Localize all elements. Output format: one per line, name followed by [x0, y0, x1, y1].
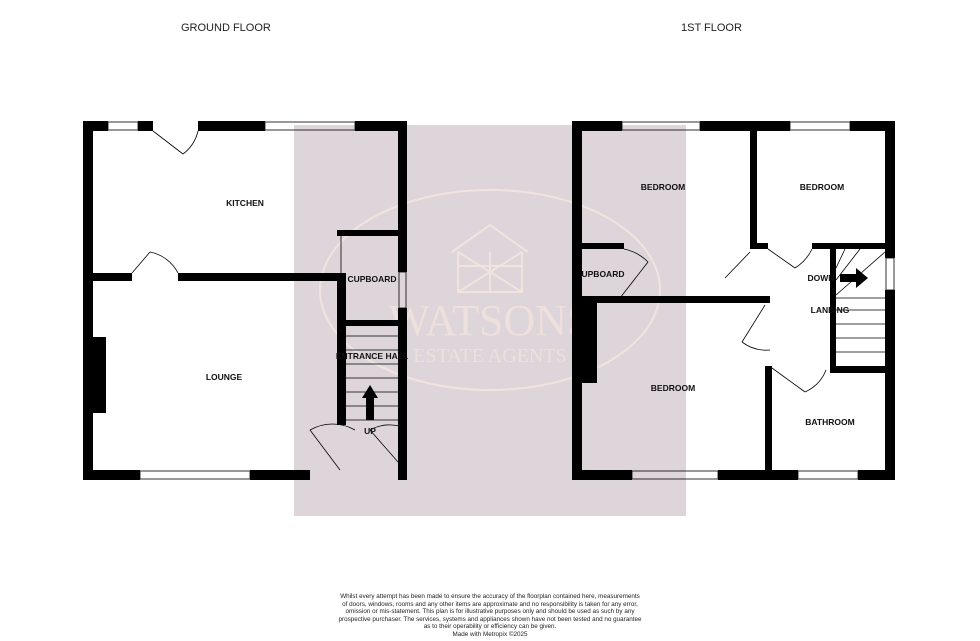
disclaimer-line: Whilst every attempt has been made to en…: [340, 593, 640, 600]
room-label-kitchen: KITCHEN: [226, 198, 264, 208]
metropix-credit: Made with Metropix ©2025: [452, 630, 528, 638]
room-label-cupboard-first: UPBOARD: [582, 269, 625, 279]
disclaimer-line: omission or mis-statement. This plan is …: [345, 608, 635, 616]
ground-floor-walls: [83, 121, 407, 480]
disclaimer: Whilst every attempt has been made to en…: [300, 593, 680, 639]
room-label-bedroom-1: BEDROOM: [641, 182, 685, 192]
first-floor-details: [619, 121, 895, 480]
room-label-lounge: LOUNGE: [206, 372, 243, 382]
room-label-landing: LANDING: [811, 305, 850, 315]
watermark-line2: ESTATE AGENTS: [413, 345, 566, 367]
room-label-bedroom-3: BEDROOM: [651, 383, 695, 393]
first-floor-title: 1ST FLOOR: [681, 22, 742, 34]
ground-floor-title: GROUND FLOOR: [181, 22, 271, 34]
disclaimer-line: of doors, windows, rooms and any other i…: [342, 600, 638, 608]
room-label-cupboard: CUPBOARD: [347, 274, 396, 284]
room-label-bathroom: BATHROOM: [805, 417, 854, 427]
stair-label-down: DOWN: [808, 273, 835, 283]
disclaimer-line: as to their operability or efficiency ca…: [423, 623, 557, 631]
stair-label-up: UP: [364, 426, 376, 436]
watermark-line1: WATSONS: [389, 296, 592, 345]
ground-floor-details: [107, 121, 407, 480]
disclaimer-line: prospective purchaser. The services, sys…: [338, 615, 642, 623]
room-label-entrance-hall: ENTRANCE HALL: [336, 351, 408, 361]
room-label-bedroom-2: BEDROOM: [800, 182, 844, 192]
